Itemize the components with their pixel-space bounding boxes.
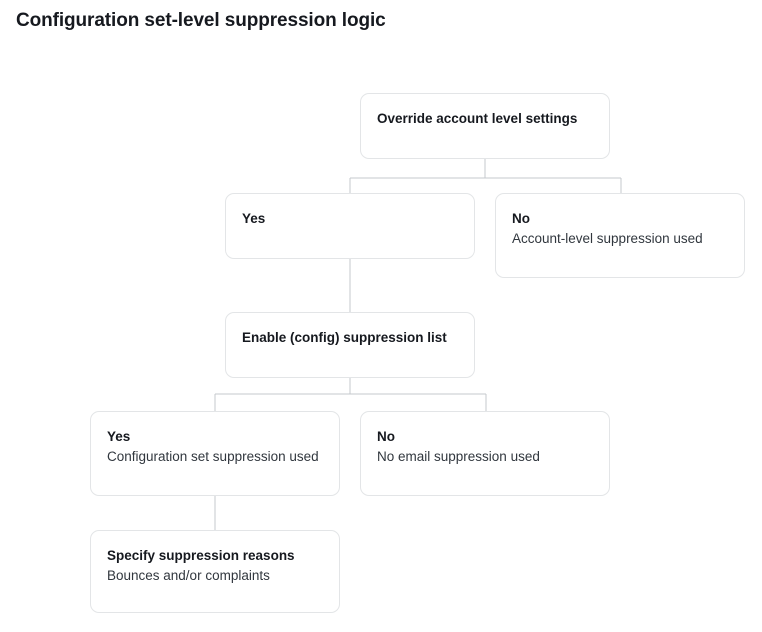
node-subtitle: Configuration set suppression used [107, 449, 319, 465]
node-title: Yes [107, 429, 131, 444]
node-enable-yes[interactable]: Yes Configuration set suppression used [90, 411, 340, 496]
page-title: Configuration set-level suppression logi… [16, 10, 386, 31]
node-title: No [377, 429, 395, 444]
node-override-account-level-settings[interactable]: Override account level settings [360, 93, 610, 159]
node-title: No [512, 211, 530, 226]
node-override-no[interactable]: No Account-level suppression used [495, 193, 745, 278]
node-title: Yes [242, 211, 266, 226]
node-title: Enable (config) suppression list [242, 330, 447, 345]
node-subtitle: Bounces and/or complaints [107, 568, 270, 584]
node-override-yes[interactable]: Yes [225, 193, 475, 259]
node-subtitle: Account-level suppression used [512, 231, 703, 247]
node-title: Override account level settings [377, 111, 578, 126]
node-specify-suppression-reasons[interactable]: Specify suppression reasons Bounces and/… [90, 530, 340, 613]
node-enable-config-suppression-list[interactable]: Enable (config) suppression list [225, 312, 475, 378]
node-subtitle: No email suppression used [377, 449, 540, 465]
node-enable-no[interactable]: No No email suppression used [360, 411, 610, 496]
node-title: Specify suppression reasons [107, 548, 295, 563]
